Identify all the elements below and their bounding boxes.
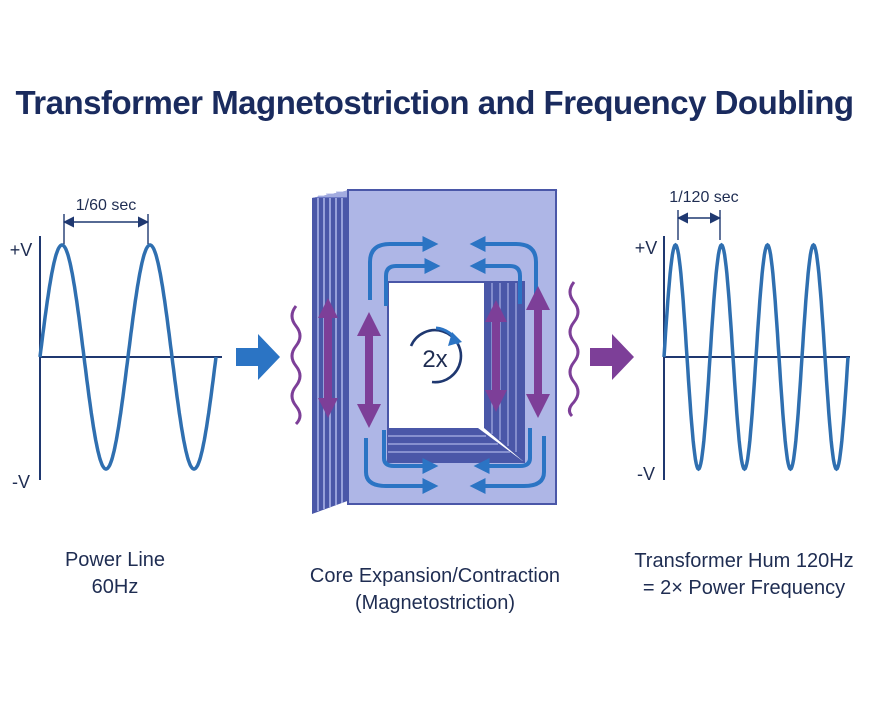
right-vibration-squiggle <box>567 281 580 418</box>
output-caption: Transformer Hum 120Hz = 2× Power Frequen… <box>628 548 860 602</box>
output-caption-line-2: = 2× Power Frequency <box>642 577 846 599</box>
expansion-arrow-right-inner <box>485 300 507 412</box>
doubling-label: 2x <box>422 346 447 373</box>
input-waveform-panel: 1/60 sec +V -V <box>10 197 222 492</box>
flux-arrow-top-right-1 <box>469 236 538 300</box>
doubling-cycle-indicator: 2x <box>409 326 463 384</box>
input-caption-line-2: 60Hz <box>91 576 139 598</box>
flux-arrow-bottom-right-2 <box>473 428 532 474</box>
core-window-right-depth <box>484 282 524 462</box>
output-negative-voltage-label: -V <box>637 464 655 484</box>
input-positive-voltage-label: +V <box>10 240 33 260</box>
output-waveform-panel: 1/120 sec +V -V <box>635 189 850 484</box>
output-period-label: 1/120 sec <box>669 189 738 206</box>
flux-arrow-bottom-right-1 <box>469 436 546 494</box>
expansion-arrow-left-outer <box>318 298 338 418</box>
core-caption-line-2: (Magnetostriction) <box>354 592 516 614</box>
core-to-output-arrow <box>590 334 634 380</box>
flux-arrow-top-right-2 <box>469 258 522 304</box>
flux-arrow-top-left-1 <box>368 236 439 300</box>
flux-arrow-top-left-2 <box>384 258 441 306</box>
output-caption-line-1: Transformer Hum 120Hz <box>634 550 854 572</box>
output-sine-wave <box>662 242 850 472</box>
expansion-arrow-left-inner <box>357 312 381 428</box>
core-window <box>390 284 484 428</box>
input-caption-line-1: Power Line <box>64 549 166 571</box>
flux-arrow-bottom-left-1 <box>364 438 439 494</box>
input-negative-voltage-label: -V <box>12 472 30 492</box>
core-caption-line-1: Core Expansion/Contraction <box>309 565 561 587</box>
flux-arrow-bottom-left-2 <box>382 430 439 474</box>
expansion-arrows <box>318 286 550 428</box>
input-sine-wave <box>38 243 218 471</box>
input-caption: Power Line 60Hz <box>40 547 190 601</box>
expansion-arrow-right-outer <box>526 286 550 418</box>
input-period-label: 1/60 sec <box>76 197 136 214</box>
magnetic-flux-arrows <box>364 236 546 494</box>
output-positive-voltage-label: +V <box>635 238 658 258</box>
cycle-arrow-arc-accent <box>435 326 460 345</box>
core-caption: Core Expansion/Contraction (Magnetostric… <box>300 563 570 617</box>
left-vibration-squiggle <box>290 305 302 426</box>
input-to-core-arrow <box>236 334 280 380</box>
diagram-title: Transformer Magnetostriction and Frequen… <box>15 84 854 121</box>
transformer-core <box>312 189 558 514</box>
